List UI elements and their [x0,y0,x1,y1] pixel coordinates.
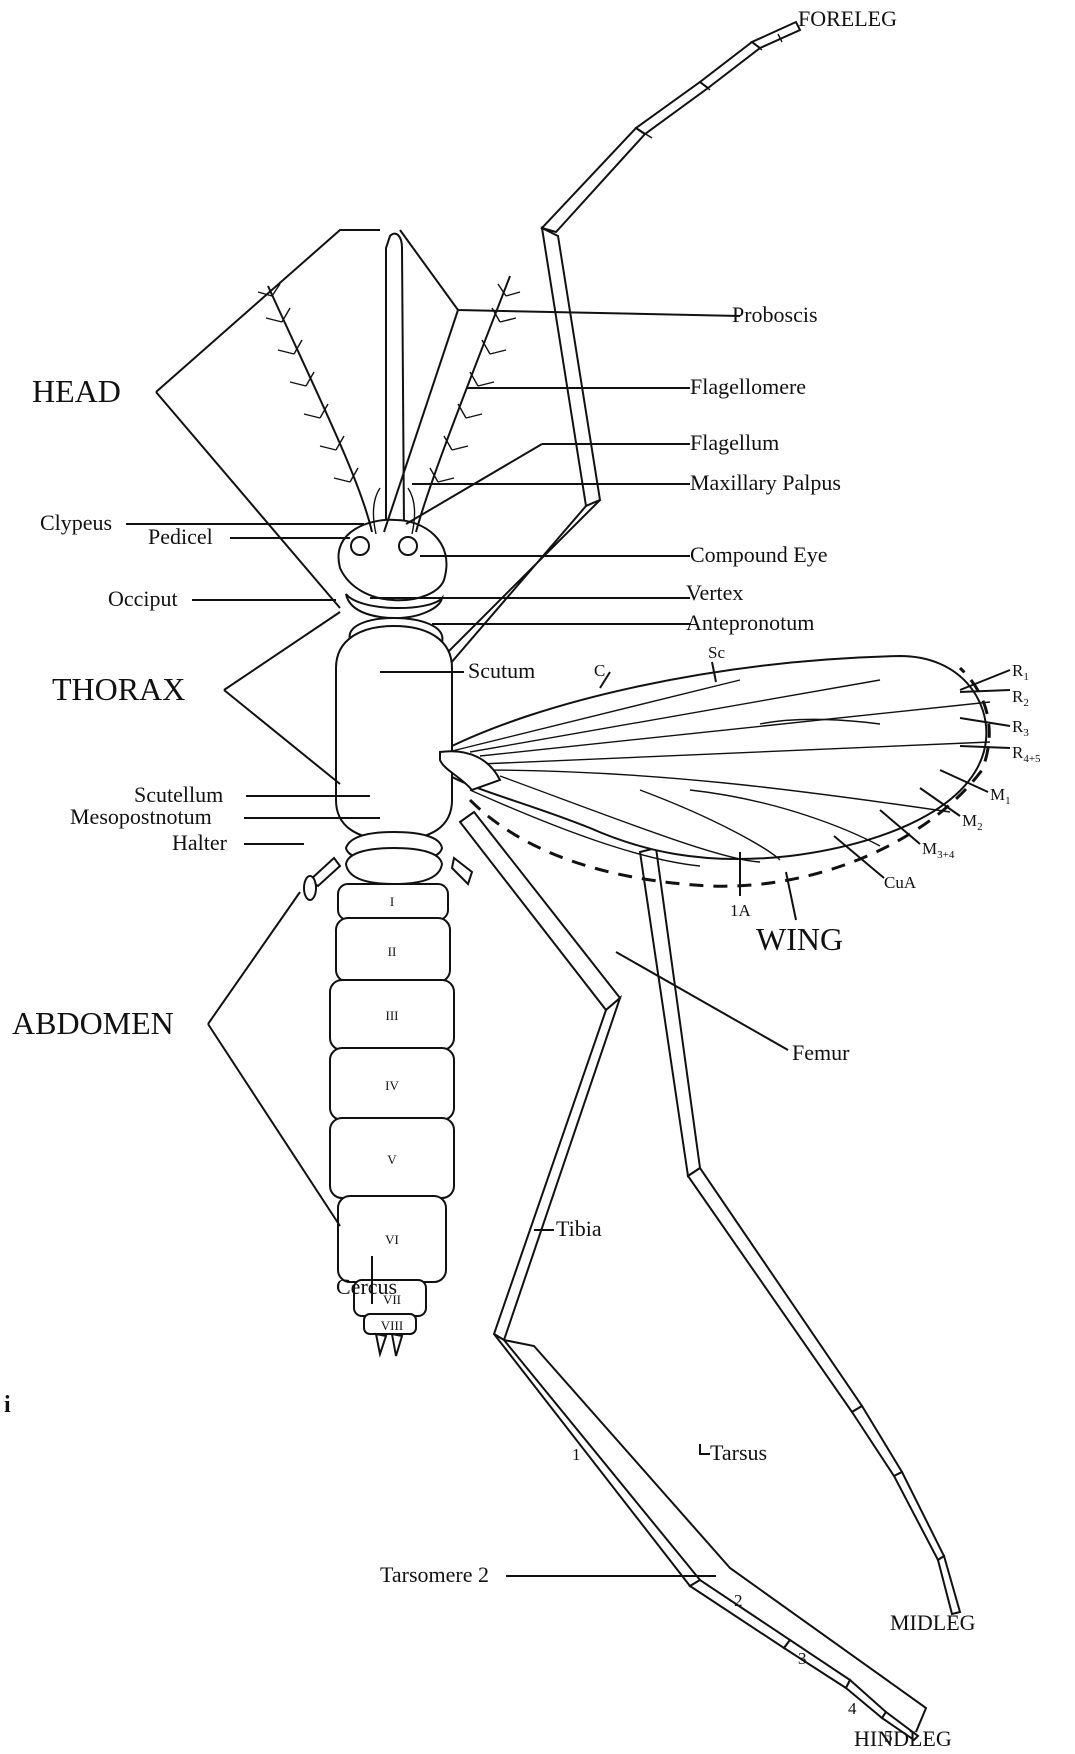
abdominal-segment-5: V [387,1152,397,1167]
antepronotum-label: Antepronotum [686,610,814,635]
head [338,234,446,618]
vein-r1-label: R1 [1012,661,1029,683]
cercus-label: Cercus [336,1274,397,1299]
flagellum-label: Flagellum [690,430,779,455]
femur-label: Femur [792,1040,850,1065]
vein-r2-label: R2 [1012,687,1029,709]
vein-c-label: C [594,661,605,680]
compound-eye-label: Compound Eye [690,542,828,567]
occiput-label: Occiput [108,586,178,611]
tarsomere-number-3: 3 [798,1649,807,1668]
vein-m1-label: M1 [990,785,1011,807]
region-wing-label: WING [756,921,843,957]
flagellomere-label: Flagellomere [690,374,806,399]
tarsomere-number-2: 2 [734,1591,743,1610]
scutum-label: Scutum [468,658,535,683]
foreleg-label: FORELEG [798,6,897,31]
vertex-label: Vertex [686,580,743,605]
abdominal-segment-6: VI [385,1232,399,1247]
halter-label: Halter [172,830,228,855]
maxillary-palpus-label: Maxillary Palpus [690,470,841,495]
midleg [640,848,960,1614]
hindleg [460,812,926,1740]
proboscis-label: Proboscis [732,302,818,327]
mesopostnotum-label: Mesopostnotum [70,804,212,829]
antenna-right [416,276,520,532]
clypeus-label: Clypeus [40,510,112,535]
region-thorax-label: THORAX [52,671,185,707]
pedicel-label: Pedicel [148,524,213,549]
midleg-label: MIDLEG [890,1610,976,1635]
abdominal-segment-8: VIII [381,1318,403,1333]
abdominal-segment-4: IV [385,1078,399,1093]
wing [440,656,990,886]
vein-sc-label: Sc [708,643,725,662]
tarsomere-number-1: 1 [572,1445,581,1464]
antenna-left [258,284,372,532]
tarsus-label: Tarsus [710,1440,767,1465]
abdominal-segment-2: II [388,944,397,959]
foreleg [440,22,800,664]
vein-cua-label: CuA [884,873,917,892]
region-abdomen-label: ABDOMEN [12,1005,174,1041]
tarsomere-2-label: Tarsomere 2 [380,1562,489,1587]
vein-m2-label: M2 [962,811,983,833]
vein-r3-label: R3 [1012,717,1029,739]
tibia-label: Tibia [556,1216,602,1241]
vein-1a-label: 1A [730,901,752,920]
region-head-label: HEAD [32,373,121,409]
hindleg-label: HINDLEG [854,1726,952,1751]
vein-m34-label: M3+4 [922,839,955,861]
tarsomere-number-4: 4 [848,1699,857,1718]
leader-lines [126,230,1010,1576]
abdominal-segment-3: III [386,1008,399,1023]
abdominal-segment-1: I [390,894,394,909]
vein-r45-label: R4+5 [1012,743,1041,765]
figure-letter: i [4,1392,11,1418]
